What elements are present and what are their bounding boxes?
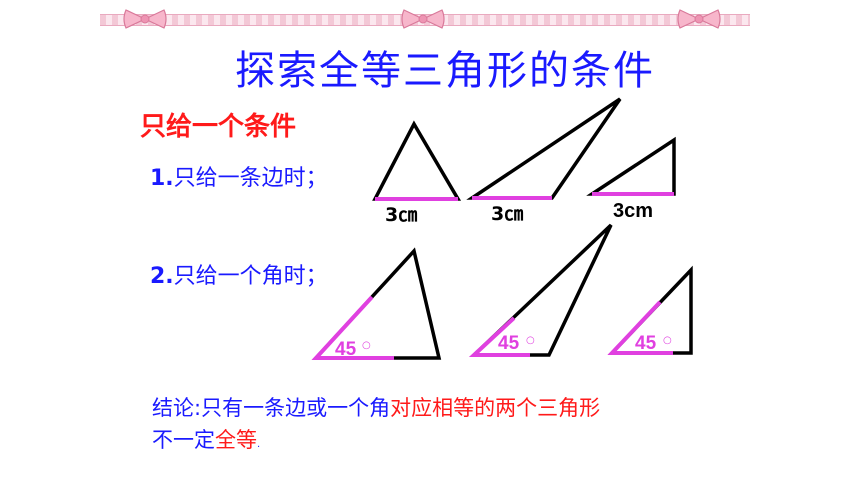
angle-label-3: 45 — [635, 333, 657, 354]
triangle-angle-1 — [311, 247, 442, 360]
triangle-side-1 — [372, 120, 462, 201]
degree-mark-3: ○ — [663, 335, 672, 346]
degree-mark-2: ○ — [526, 335, 535, 346]
case-two-text: 只给一个角时； — [173, 264, 328, 289]
bow-icon — [677, 9, 721, 29]
case-one-number: 1. — [150, 166, 174, 191]
triangle-side-3 — [586, 136, 676, 196]
triangle-angle-3 — [607, 265, 693, 355]
side-label-2: 3㎝ — [491, 203, 523, 225]
bow-icon — [401, 9, 445, 29]
conclusion-part-3: 不一定 — [152, 428, 215, 452]
degree-mark-1: ○ — [362, 340, 371, 351]
case-two-label: 2.只给一个角时； — [150, 258, 328, 290]
triangle-angle-2 — [468, 223, 613, 357]
bow-icon — [123, 9, 167, 29]
triangle-side-2 — [466, 97, 622, 200]
case-two-number: 2. — [150, 264, 174, 289]
section-heading: 只给一个条件 — [140, 112, 297, 142]
side-label-3: 3cm — [613, 200, 653, 222]
case-one-text: 只给一条边时； — [173, 166, 328, 191]
angle-label-2: 45 — [498, 333, 520, 354]
conclusion-period: . — [257, 439, 261, 450]
angle-label-1: 45 — [335, 339, 357, 360]
conclusion-part-1: 结论:只有一条边或一个角 — [152, 396, 391, 420]
highlight-angle-3 — [607, 300, 673, 355]
highlight-angle-2 — [468, 316, 530, 357]
side-label-1: 3㎝ — [385, 204, 417, 226]
case-one-label: 1.只给一条边时； — [150, 160, 328, 192]
conclusion-text: 结论:只有一条边或一个角对应相等的两个三角形 不一定全等. — [152, 392, 712, 461]
page-title: 探索全等三角形的条件 — [235, 48, 655, 94]
highlight-angle-1 — [311, 295, 394, 360]
conclusion-part-2: 对应相等的两个三角形 — [390, 396, 601, 420]
conclusion-part-4: 全等 — [215, 428, 257, 452]
